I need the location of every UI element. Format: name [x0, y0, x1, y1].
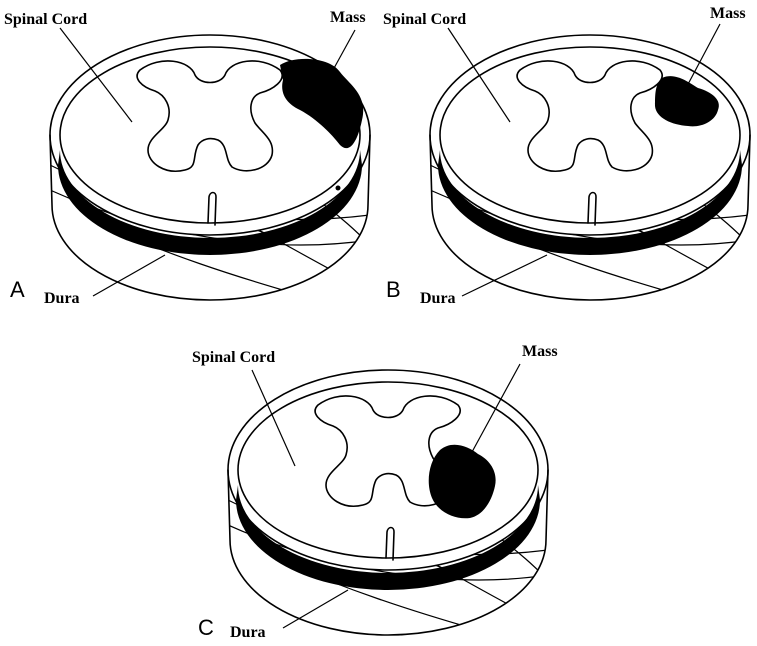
panel-b: Spinal Cord Mass Dura B	[383, 5, 750, 307]
label-b-dura: Dura	[420, 290, 456, 307]
label-c-mass: Mass	[522, 343, 558, 360]
label-b-mass: Mass	[710, 5, 746, 22]
panel-a: Spinal Cord Mass Dura A	[4, 9, 370, 307]
label-a-mass: Mass	[330, 9, 366, 26]
label-c-dura: Dura	[230, 624, 266, 641]
panel-letter-c: C	[198, 615, 214, 640]
panel-c: Spinal Cord Mass Dura C	[192, 343, 558, 641]
panel-letter-a: A	[10, 277, 25, 302]
label-b-spinal-cord: Spinal Cord	[383, 11, 466, 28]
mass-c	[429, 445, 496, 519]
panel-letter-b: B	[386, 277, 401, 302]
mass-b	[655, 76, 719, 126]
mass-a	[280, 59, 363, 148]
label-a-spinal-cord: Spinal Cord	[4, 11, 87, 28]
label-a-dura: Dura	[44, 290, 80, 307]
label-c-spinal-cord: Spinal Cord	[192, 349, 275, 366]
